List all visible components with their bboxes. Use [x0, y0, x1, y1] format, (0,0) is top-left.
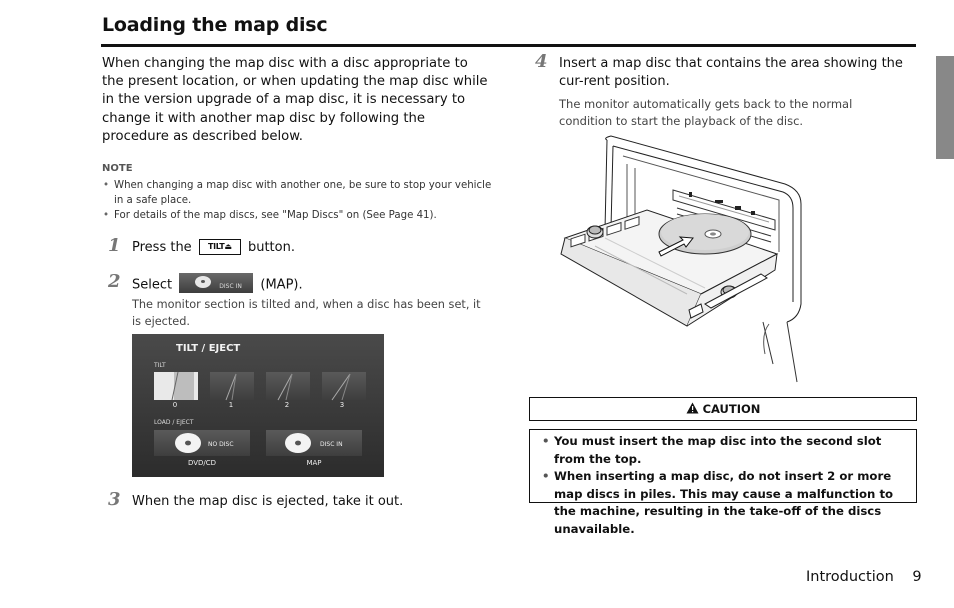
footer-section: Introduction — [806, 569, 894, 585]
svg-text:MAP: MAP — [306, 459, 321, 467]
step-number: 4 — [535, 51, 548, 72]
map-button-icon: DISC IN — [179, 273, 254, 293]
device-illustration — [555, 134, 830, 384]
intro-paragraph: When changing the map disc with a disc a… — [102, 56, 488, 144]
note-text: For details of the map discs, see "Map D… — [114, 210, 437, 221]
warning-icon — [686, 402, 699, 414]
caution-heading-box: CAUTION — [529, 397, 917, 421]
caution-item: You must insert the map disc into the se… — [542, 433, 910, 468]
screen-header: TILT / EJECT — [176, 343, 240, 354]
page-title: Loading the map disc — [102, 14, 328, 36]
load-eject-label: LOAD / EJECT — [154, 419, 194, 426]
svg-text:2: 2 — [285, 401, 289, 409]
tilt-eject-screen-graphic: TILT / EJECT TILT 0 1 2 3 LOAD / EJEC — [132, 334, 384, 477]
note-item: •For details of the map discs, see "Map … — [103, 210, 437, 221]
tilt-option-2[interactable]: 2 — [266, 372, 310, 409]
svg-text:0: 0 — [173, 401, 177, 409]
tilt-option-3[interactable]: 3 — [322, 372, 366, 409]
title-rule — [101, 44, 916, 47]
device-drawing — [560, 135, 802, 383]
step-1-text: Press the TILT⏏ button. — [132, 238, 295, 255]
page-footer: Introduction 9 — [806, 569, 922, 585]
page-number: 9 — [912, 569, 922, 585]
svg-text:NO DISC: NO DISC — [208, 441, 234, 448]
tilt-label: TILT — [153, 362, 166, 369]
caution-list: You must insert the map disc into the se… — [529, 429, 917, 536]
note-item: •When changing a map disc with another o… — [103, 180, 492, 206]
svg-text:1: 1 — [229, 401, 233, 409]
dvd-cd-button[interactable]: NO DISC DVD/CD — [154, 430, 250, 467]
step-number: 1 — [108, 235, 121, 256]
disc-icon — [195, 276, 212, 288]
caution-item: When inserting a map disc, do not insert… — [542, 468, 910, 538]
step-number: 2 — [108, 271, 121, 292]
step-2-text: Select DISC IN (MAP). — [132, 273, 303, 295]
step-number: 3 — [108, 489, 121, 510]
note-text: When changing a map disc with another on… — [114, 180, 492, 206]
tilt-option-0[interactable]: 0 — [154, 371, 198, 409]
step-4-text: Insert a map disc that contains the area… — [559, 56, 903, 89]
tilt-eject-screen: TILT / EJECT TILT 0 1 2 3 LOAD / EJEC — [132, 334, 384, 477]
svg-text:DVD/CD: DVD/CD — [188, 459, 216, 467]
step-4-sub: The monitor automatically gets back to t… — [559, 97, 853, 128]
tilt-option-1[interactable]: 1 — [210, 372, 254, 409]
svg-text:3: 3 — [340, 401, 344, 409]
section-tab — [936, 56, 954, 159]
step-2-sub: The monitor section is tilted and, when … — [132, 298, 481, 328]
note-heading: NOTE — [102, 163, 133, 174]
map-button[interactable]: DISC IN MAP — [266, 430, 362, 467]
step-3-text: When the map disc is ejected, take it ou… — [132, 494, 404, 509]
caution-heading: CAUTION — [702, 402, 761, 416]
tilt-button-icon: TILT⏏ — [198, 238, 241, 255]
svg-text:DISC IN: DISC IN — [320, 441, 343, 448]
